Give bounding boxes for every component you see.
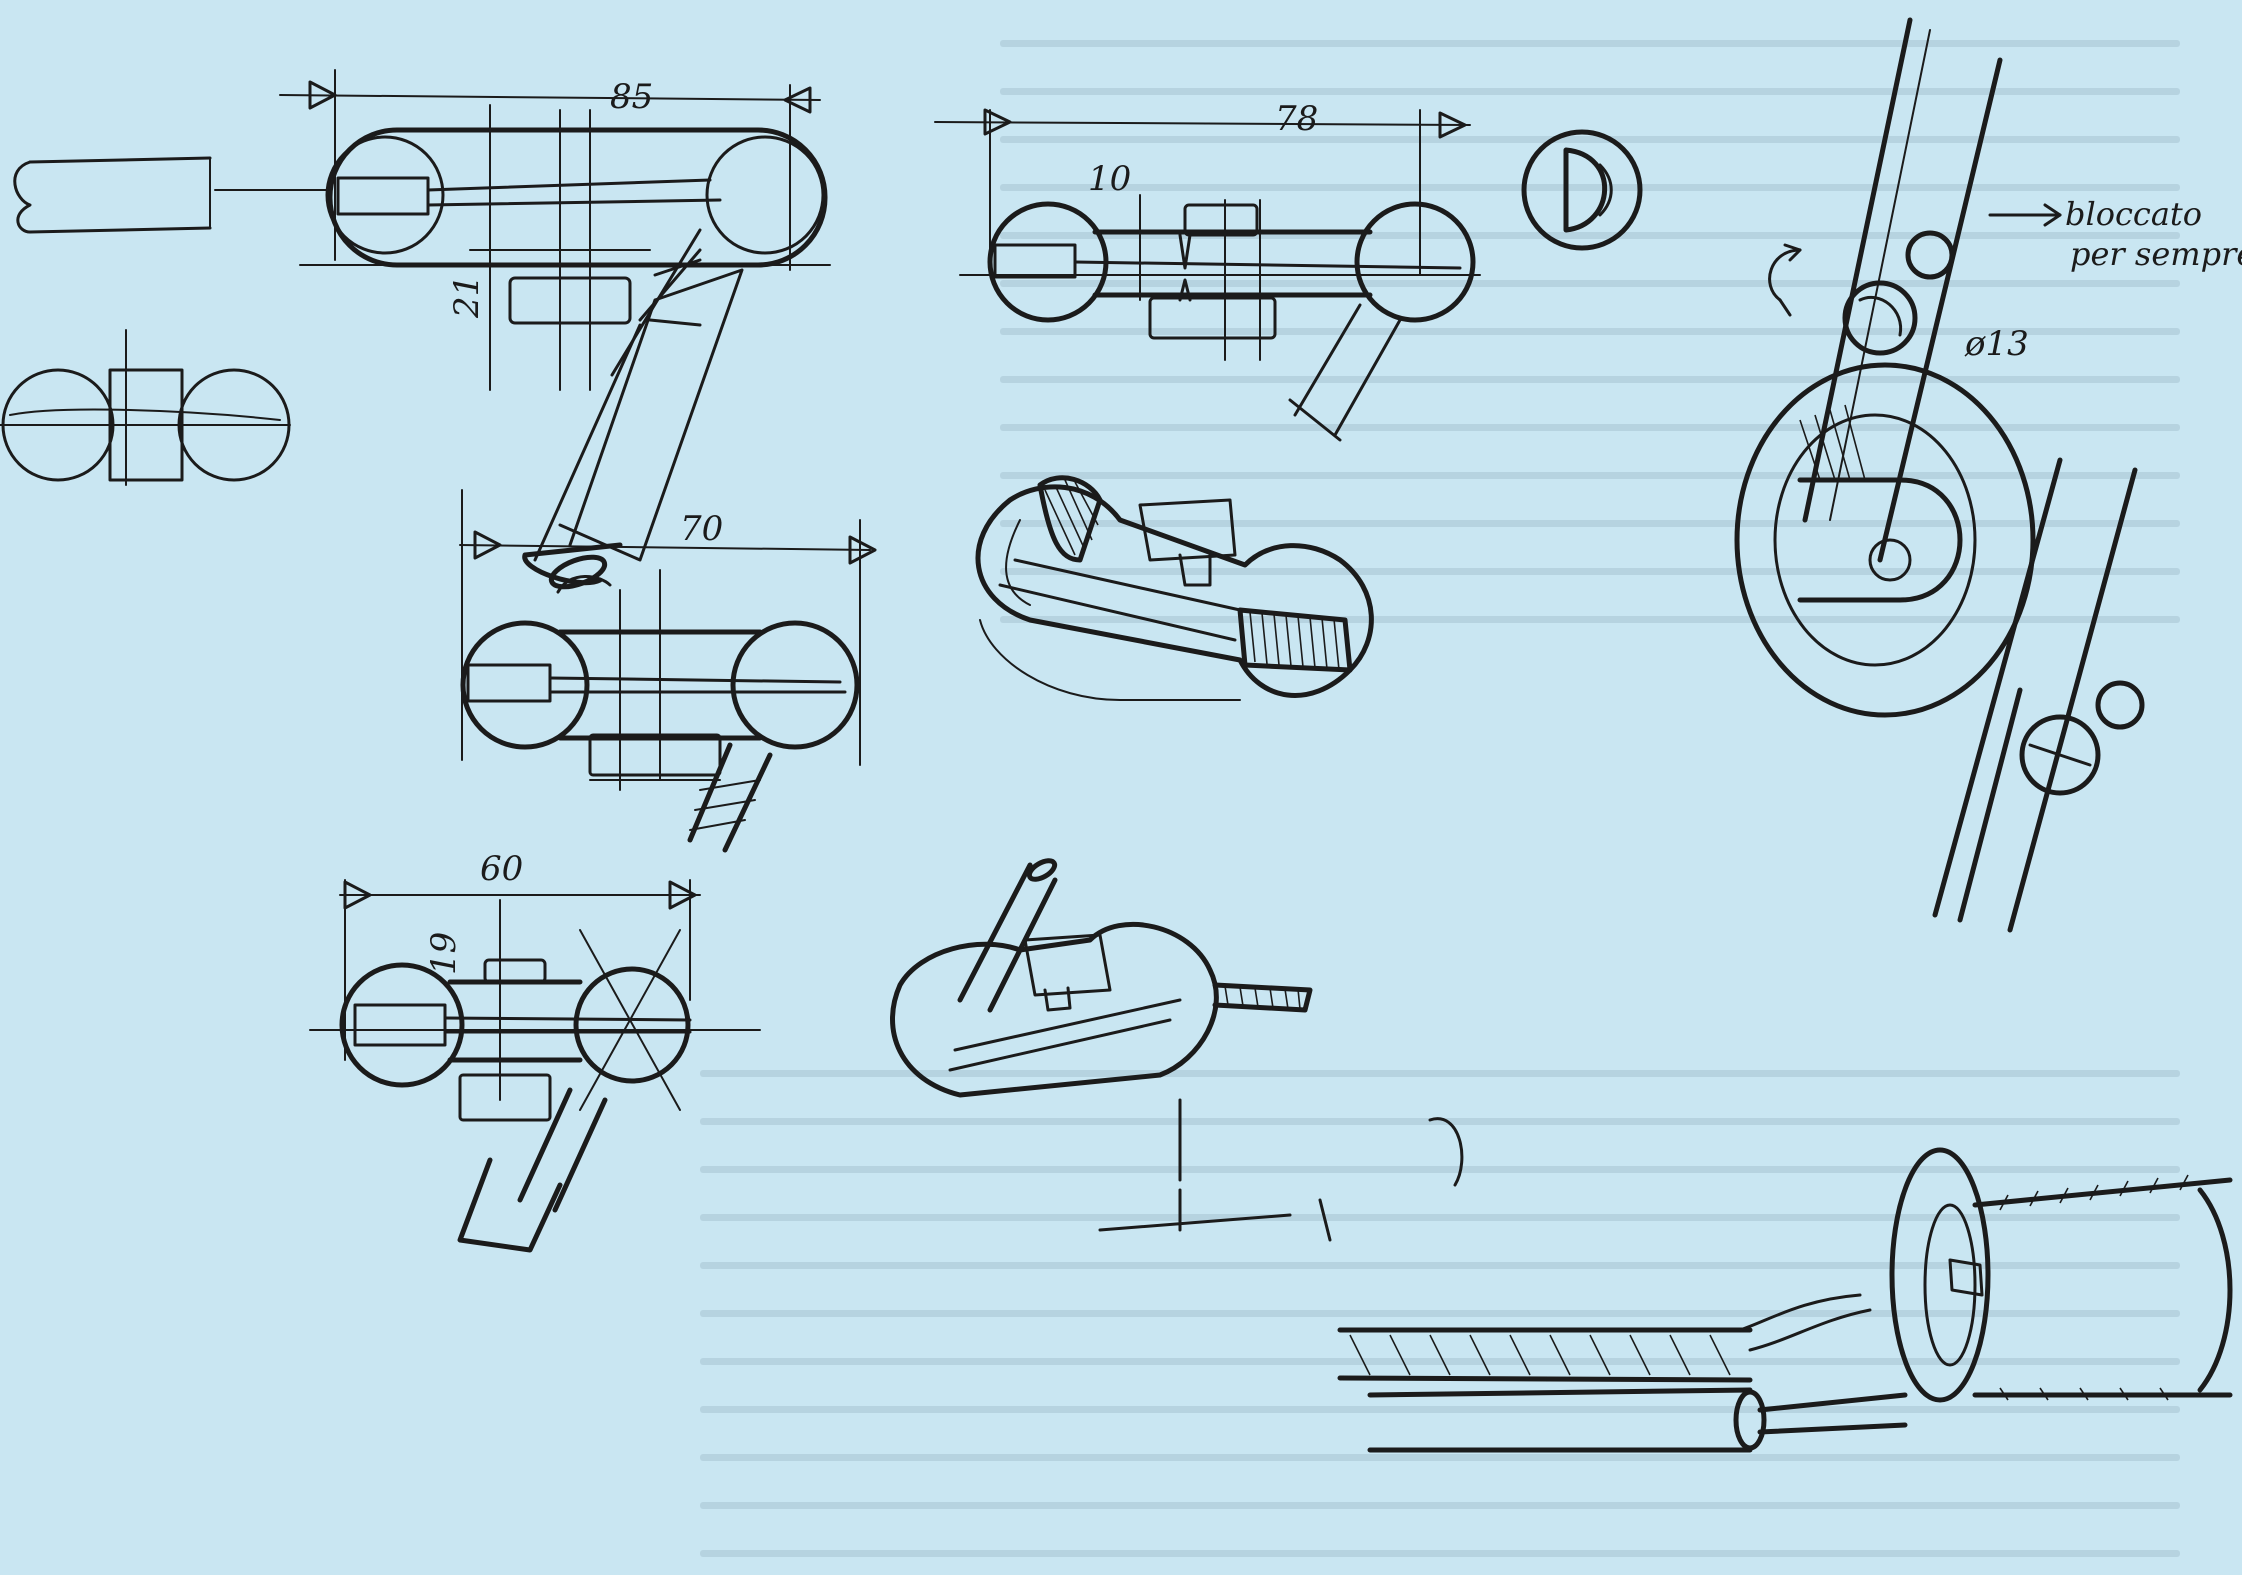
clip-perspective-bottom — [890, 858, 1464, 1242]
clip-85-plan-view — [279, 69, 831, 594]
dim-13-label: ø13 — [1964, 324, 2029, 364]
dim-21-label: 21 — [447, 275, 487, 319]
dim-85-label: 85 — [610, 77, 653, 117]
dim-70-label: 70 — [680, 509, 723, 549]
ghost-text-lines — [700, 40, 2180, 1557]
dim-60-label: 60 — [480, 849, 523, 889]
dim-10-label: 10 — [1088, 159, 1131, 199]
note-bloccato: bloccato — [2065, 195, 2202, 233]
tube-ring-lock-sketch — [1734, 17, 2145, 933]
cable-stub-sketch — [13, 156, 331, 234]
clip-60-plan-view — [309, 879, 761, 1253]
clip-70-plan-view — [459, 489, 877, 853]
ring-cross-section — [1521, 129, 1643, 251]
note-per-sempre: per sempre — [2070, 235, 2242, 273]
dim-78-label: 78 — [1275, 99, 1318, 139]
clip-side-view-small — [0, 329, 291, 486]
dim-19-label: 19 — [424, 932, 464, 975]
clip-78-plan-view — [934, 108, 1481, 442]
cable-ring-perspective — [1337, 1147, 2233, 1453]
clip-perspective-middle — [975, 475, 1374, 701]
